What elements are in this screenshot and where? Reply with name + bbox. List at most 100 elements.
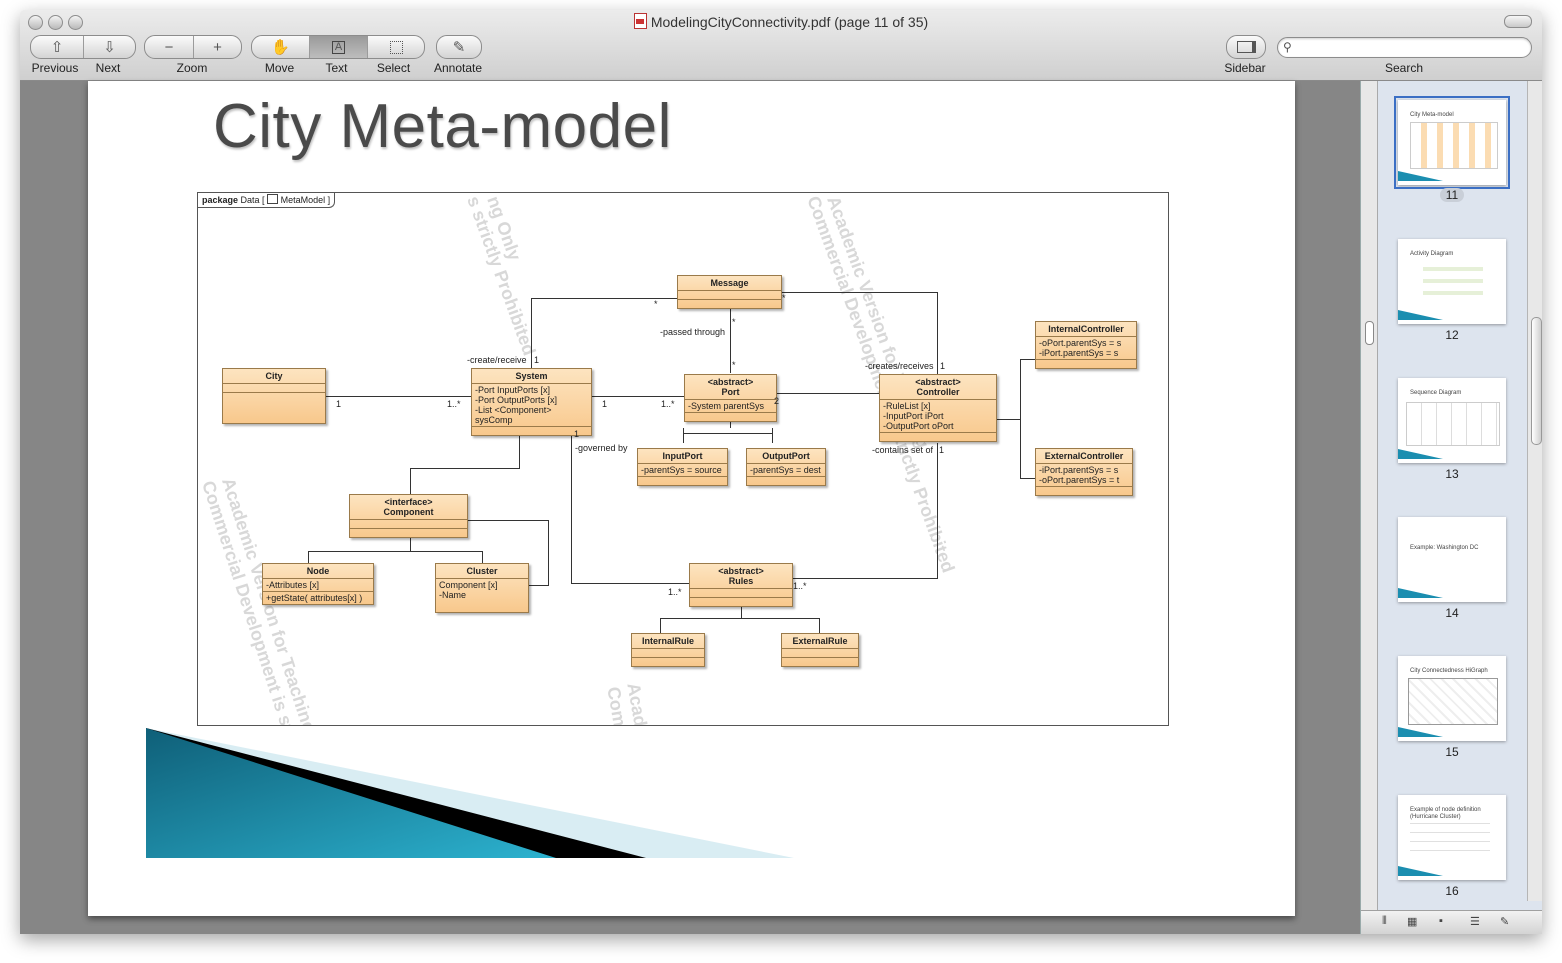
text-tool-button[interactable]: A — [309, 36, 367, 58]
move-tool-button[interactable]: ✋ — [252, 36, 309, 58]
sidebar-label: Sidebar — [1224, 61, 1266, 75]
annotate-pencil-button[interactable]: ✎ — [437, 36, 481, 58]
thumbnail-page-16[interactable]: Example of node definition (Hurricane Cl… — [1398, 795, 1506, 880]
multiplicity-label: 1..* — [447, 399, 461, 409]
text-cursor-icon: A — [331, 40, 346, 54]
move-label: Move — [264, 61, 295, 75]
plus-icon: + — [213, 38, 222, 56]
maximize-button[interactable] — [68, 15, 83, 30]
slide-title: City Meta-model — [213, 92, 672, 161]
toolbar-toggle-button[interactable] — [1504, 15, 1532, 28]
role-label: -governed by — [575, 443, 628, 453]
zoom-group: − + — [144, 35, 242, 59]
zoom-in-button[interactable]: + — [193, 36, 241, 58]
thumbnail-label-16: 16 — [1445, 884, 1459, 898]
role-label: -passed through — [660, 327, 726, 337]
multiplicity-label: 1 — [940, 361, 946, 371]
class-component[interactable]: <interface>Component — [349, 494, 468, 538]
class-message[interactable]: Message — [677, 275, 782, 309]
sidebar-toggle-button[interactable] — [1226, 35, 1266, 59]
thumbnail-page-14[interactable]: Example: Washington DC — [1398, 517, 1506, 602]
prev-next-group: ⇧ ⇩ — [30, 35, 136, 59]
marquee-icon — [389, 40, 403, 54]
class-controller[interactable]: <abstract>Controller -RuleList [x] -Inpu… — [879, 374, 997, 442]
grid-view-icon[interactable]: ▦ — [1407, 916, 1418, 928]
multiplicity-label: 1 — [602, 399, 608, 409]
multiplicity-label: * — [732, 360, 736, 370]
class-input-port[interactable]: InputPort -parentSys = source — [637, 448, 728, 486]
class-external-controller[interactable]: ExternalController -iPort.parentSys = s … — [1035, 448, 1133, 496]
class-city[interactable]: City — [222, 368, 326, 424]
diagram-icon — [267, 194, 279, 204]
next-button[interactable]: ⇩ — [83, 36, 135, 58]
thumbnail-view-icon[interactable]: ▪ — [1439, 915, 1443, 927]
previous-button[interactable]: ⇧ — [31, 36, 83, 58]
thumbnail-label-13: 13 — [1445, 467, 1459, 481]
text-label: Text — [325, 61, 348, 75]
annotations-view-icon[interactable]: ✎ — [1500, 916, 1510, 928]
select-label: Select — [376, 61, 411, 75]
thumbnail-label-11: 11 — [1398, 188, 1506, 202]
thumbnail-page-15[interactable]: City Connectedness HiGraph — [1398, 656, 1506, 741]
minimize-button[interactable] — [48, 15, 63, 30]
pdf-file-icon — [633, 13, 647, 29]
zoom-label: Zoom — [176, 61, 208, 75]
slide-decoration — [146, 728, 794, 858]
class-output-port[interactable]: OutputPort -parentSys = dest — [746, 448, 826, 486]
package-tab: package Data [ MetaModel ] — [198, 193, 336, 208]
close-button[interactable] — [28, 15, 43, 30]
multiplicity-label: 1..* — [668, 587, 682, 597]
toolbar: ModelingCityConnectivity.pdf (page 11 of… — [20, 10, 1542, 81]
thumbnail-label-15: 15 — [1445, 745, 1459, 759]
sidebar-scrollbar[interactable] — [1527, 81, 1542, 901]
multiplicity-label: 1 — [574, 429, 580, 439]
multiplicity-label: 1..* — [793, 581, 807, 591]
sidebar-resize-handle[interactable] — [1361, 81, 1378, 934]
class-internal-rule[interactable]: InternalRule — [631, 633, 705, 667]
role-label: -contains set of — [872, 445, 934, 455]
multiplicity-label: * — [732, 317, 736, 327]
multiplicity-label: * — [782, 293, 786, 303]
multiplicity-label: 1 — [336, 399, 342, 409]
multiplicity-label: 1..* — [661, 399, 675, 409]
thumbnail-page-12[interactable]: Activity Diagram — [1398, 239, 1506, 324]
arrow-up-icon: ⇧ — [50, 39, 64, 56]
list-view-icon[interactable]: ☰ — [1470, 916, 1480, 928]
minus-icon: − — [164, 38, 174, 56]
pdf-page: City Meta-model package Data [ MetaModel… — [88, 81, 1295, 916]
multiplicity-label: 1 — [534, 355, 540, 365]
class-external-rule[interactable]: ExternalRule — [781, 633, 859, 667]
thumbnail-page-11[interactable]: City Meta-model — [1394, 96, 1510, 189]
search-icon: ⚲ — [1283, 40, 1292, 54]
thumbnail-label-14: 14 — [1445, 606, 1459, 620]
sidebar-toggle[interactable] — [1227, 36, 1265, 58]
sidebar-icon — [1236, 41, 1256, 53]
annotate-label: Annotate — [433, 61, 483, 75]
search-input[interactable]: ⚲ — [1277, 37, 1532, 58]
previous-label: Previous — [31, 61, 79, 75]
thumbnail-sidebar: City Meta-model 11 Activity Diagram 12 S… — [1360, 81, 1542, 934]
class-port[interactable]: <abstract>Port -System parentSys — [684, 374, 777, 422]
class-rules[interactable]: <abstract>Rules — [689, 563, 793, 607]
thumbnail-label-12: 12 — [1445, 328, 1459, 342]
thumbnail-page-13[interactable]: Sequence Diagram — [1398, 378, 1506, 463]
multiplicity-label: 1 — [939, 445, 945, 455]
role-label: -create/receive — [467, 355, 527, 365]
arrow-down-icon: ⇩ — [103, 39, 116, 56]
annotate-button[interactable]: ✎ — [436, 35, 482, 59]
class-internal-controller[interactable]: InternalController -oPort.parentSys = s … — [1035, 321, 1137, 369]
tool-mode-group: ✋ A — [251, 35, 425, 59]
class-node[interactable]: Node -Attributes [x] +getState( attribut… — [262, 563, 374, 605]
role-label: -creates/receives — [865, 361, 934, 371]
search-label: Search — [1384, 61, 1424, 75]
hand-icon: ✋ — [271, 39, 290, 56]
class-system[interactable]: System -Port InputPorts [x] -Port Output… — [471, 368, 592, 436]
document-area[interactable]: City Meta-model package Data [ MetaModel… — [20, 81, 1360, 934]
next-label: Next — [95, 61, 121, 75]
select-tool-button[interactable] — [367, 36, 424, 58]
multiplicity-label: * — [654, 299, 658, 309]
class-cluster[interactable]: Cluster Component [x] -Name — [435, 563, 529, 613]
zoom-out-button[interactable]: − — [145, 36, 193, 58]
columns-view-icon[interactable]: ⦀ — [1382, 915, 1387, 927]
pencil-icon: ✎ — [452, 39, 466, 56]
